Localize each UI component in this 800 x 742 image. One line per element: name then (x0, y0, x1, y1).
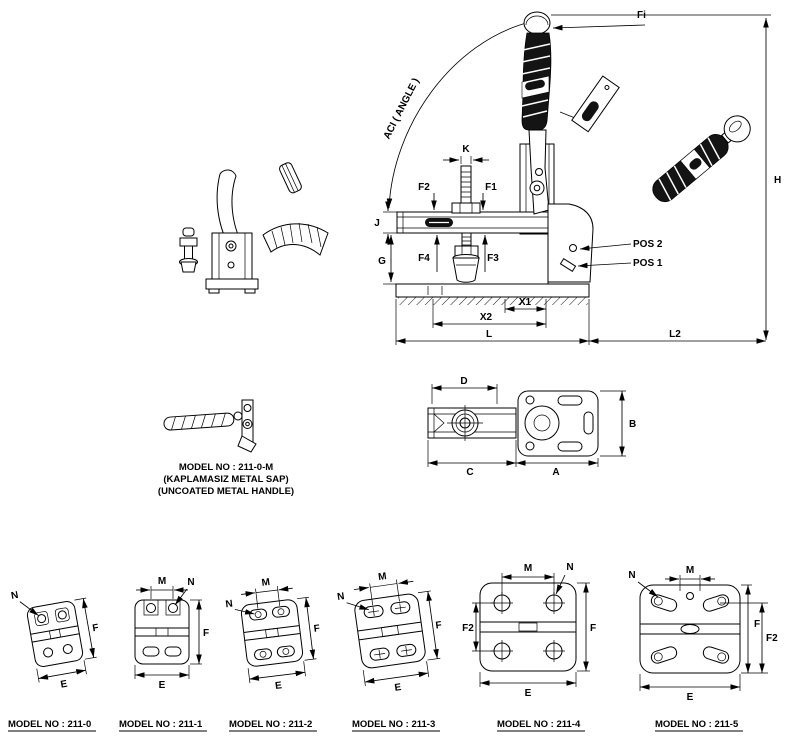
dim-label-f-2: F (313, 623, 320, 635)
dim-label-g: G (378, 256, 386, 267)
dim-label-k: K (462, 144, 470, 155)
grip-section (279, 162, 302, 194)
model-name-211-1: MODEL NO : 211-1 (119, 719, 203, 730)
handle-grip (521, 32, 552, 131)
base-211-1: M N F E (134, 576, 209, 691)
model-m-line3: (UNCOATED METAL HANDLE) (158, 486, 294, 497)
dim-label-d: D (460, 376, 467, 387)
side-view (179, 162, 329, 294)
dim-label-e-4: E (525, 688, 532, 699)
dim-label-f-1: F (203, 628, 209, 639)
brand-logo-icon (689, 158, 702, 170)
dim-label-x2: X2 (480, 312, 493, 323)
dim-label-n-3: N (336, 591, 345, 603)
side-spindle (179, 227, 198, 273)
dim-label-n-2: N (225, 599, 234, 611)
dim-label-f2-4: F2 (462, 623, 474, 634)
model-labels: MODEL NO : 211-0 MODEL NO : 211-1 MODEL … (8, 719, 743, 732)
dim-label-f4: F4 (418, 253, 430, 264)
base-211-5: M N F F2 E (628, 565, 778, 703)
dim-label-f3: F3 (487, 253, 499, 264)
dim-label-e-3: E (394, 682, 402, 694)
dim-label-m-5: M (686, 565, 694, 576)
ground-hatch (398, 297, 588, 305)
dim-label-f-3: F (435, 620, 443, 632)
handle-knob (523, 11, 551, 35)
spindle-bottom (452, 232, 480, 283)
swing-arc (386, 21, 531, 209)
base-211-3: M N F E (336, 571, 443, 694)
pos1-label: POS 1 (633, 258, 663, 269)
pivot-plate (547, 203, 594, 283)
model-name-211-3: MODEL NO : 211-3 (352, 719, 435, 730)
metal-handle (163, 412, 235, 431)
dim-label-m-3: M (378, 571, 388, 583)
pos2-label: POS 2 (633, 239, 663, 250)
dim-label-n-4: N (566, 562, 573, 573)
main-front-view: ACI ( ANGLE ) H Fi (374, 10, 781, 345)
arm-top-view (427, 405, 517, 441)
dim-label-l2: L2 (669, 329, 681, 340)
dim-label-a: A (552, 467, 559, 478)
model-name-211-5: MODEL NO : 211-5 (655, 719, 739, 730)
base-211-0: N F E (10, 590, 100, 691)
dim-label-m-4: M (524, 563, 532, 574)
curved-grip-section (262, 222, 329, 256)
dim-label-f2: F2 (418, 182, 430, 193)
brand-logo-icon (525, 79, 545, 91)
base-211-4: M N F2 F E (462, 562, 596, 699)
spindle-top (451, 165, 481, 214)
dim-label-fi: Fi (637, 10, 646, 21)
dim-label-n-1: N (187, 577, 194, 588)
handle-tag (571, 75, 620, 133)
model-name-211-2: MODEL NO : 211-2 (229, 719, 312, 730)
brand-logo-icon (581, 101, 599, 122)
dim-label-f2-5: F2 (766, 633, 778, 644)
clamp-arm (396, 211, 549, 234)
dim-label-c: C (466, 467, 473, 478)
dim-label-e-2: E (275, 680, 283, 692)
dim-label-j: J (374, 218, 380, 229)
dim-label-f-4: F (590, 623, 596, 634)
dim-label-f-0: F (92, 622, 100, 634)
dim-label-l: L (486, 329, 492, 340)
model-name-211-4: MODEL NO : 211-4 (497, 719, 581, 730)
model-name-211-0: MODEL NO : 211-0 (8, 719, 91, 730)
metal-handle-view: MODEL NO : 211-0-M (KAPLAMASIZ METAL SAP… (158, 399, 294, 497)
model-m-line2: (KAPLAMASIZ METAL SAP) (163, 474, 288, 485)
open-handle (216, 169, 244, 253)
dim-label-m-1: M (158, 576, 166, 587)
dim-label-e-0: E (60, 679, 69, 691)
base-211-2: M N F E (225, 577, 321, 692)
dim-label-f-5: F (754, 619, 760, 630)
spare-handle (652, 115, 751, 203)
dim-label-f1: F1 (485, 182, 497, 193)
dim-label-b: B (629, 419, 636, 430)
top-view: D B C A (427, 376, 636, 478)
dim-label-e-1: E (159, 680, 166, 691)
dim-label-x1: X1 (519, 297, 532, 308)
model-m-line1: MODEL NO : 211-0-M (179, 462, 273, 473)
dim-label-m-2: M (261, 577, 271, 589)
dim-label-n-0: N (10, 590, 19, 602)
base-top-view (517, 390, 599, 457)
dim-label-n-5: N (628, 570, 635, 581)
dim-label-e-5: E (687, 692, 694, 703)
angle-label: ACI ( ANGLE ) (382, 77, 422, 142)
side-body (205, 232, 259, 294)
dim-label-h: H (774, 175, 781, 186)
base-plate (395, 234, 590, 305)
